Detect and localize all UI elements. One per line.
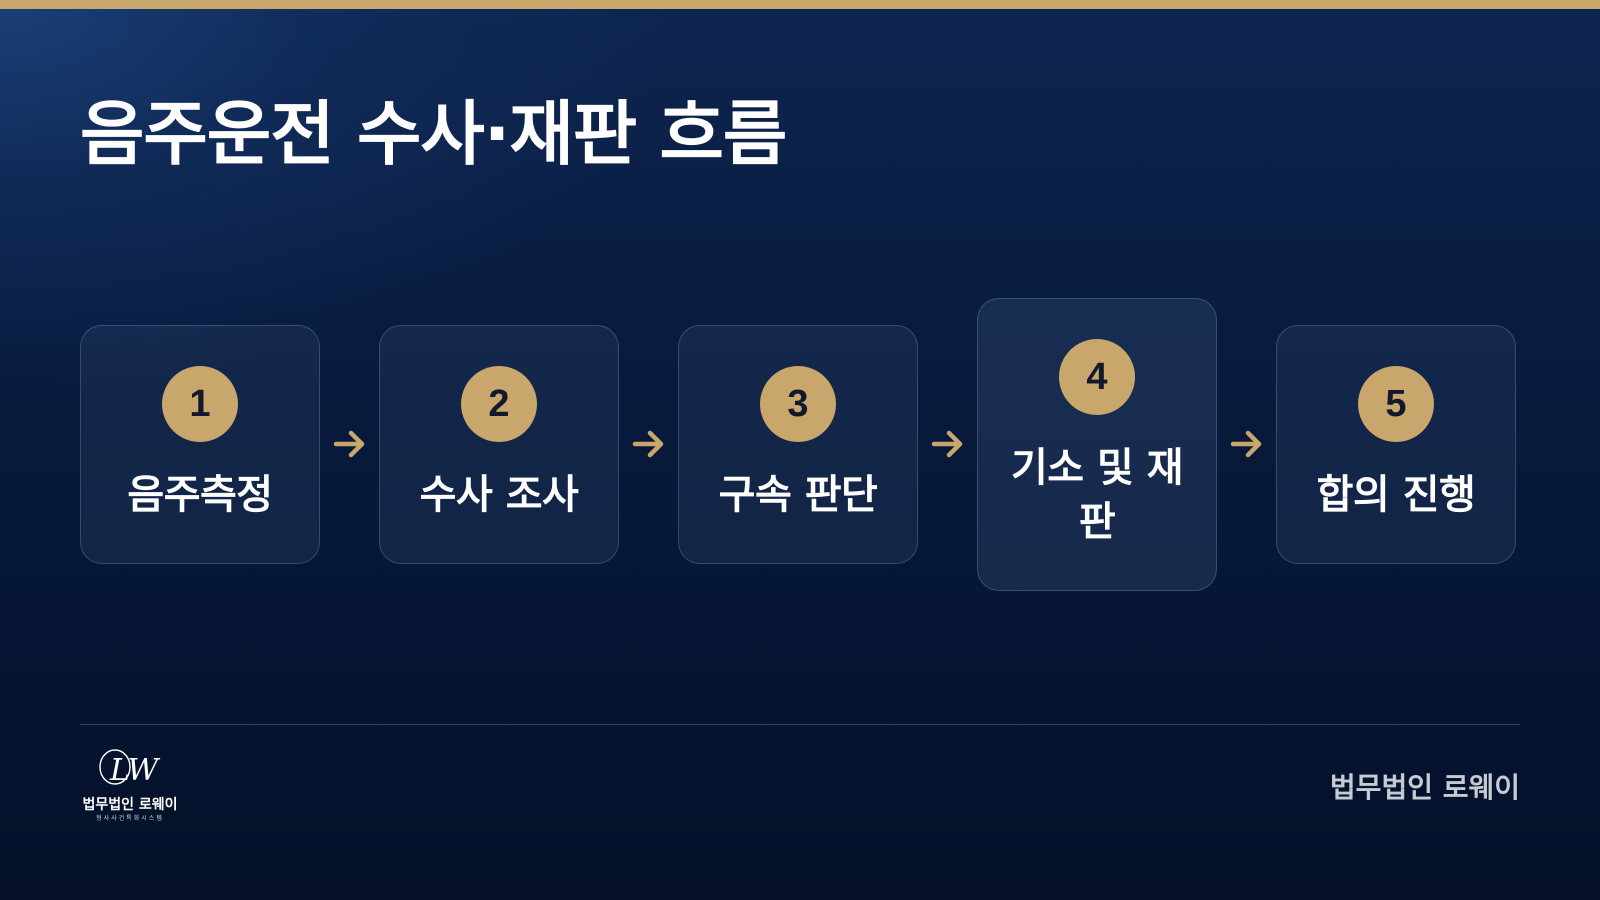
company-logo: LW 법무법인 로웨이 형사사건특화시스템 (78, 746, 188, 822)
step-label: 구속 판단 (718, 472, 878, 518)
footer-divider (80, 724, 1520, 725)
step-card-1: 1 음주측정 (80, 325, 320, 564)
step-label: 수사 조사 (419, 472, 579, 518)
step-number-badge: 2 (461, 366, 537, 442)
logo-firm-name: 법무법인 로웨이 (82, 797, 178, 813)
step-card-3: 3 구속 판단 (678, 325, 918, 564)
arrow-right-icon (1230, 430, 1262, 458)
arrow-right-icon (931, 430, 963, 458)
step-label: 기소 및 재판 (1010, 445, 1184, 545)
logo-tagline: 형사사건특화시스템 (96, 815, 164, 822)
step-card-2: 2 수사 조사 (379, 325, 619, 564)
step-number-badge: 3 (760, 366, 836, 442)
step-label: 합의 진행 (1316, 472, 1476, 518)
logo-mark-icon: LW (99, 749, 160, 788)
page-title: 음주운전 수사·재판 흐름 (80, 93, 787, 175)
step-card-4: 4 기소 및 재판 (977, 298, 1217, 591)
step-number-badge: 4 (1059, 339, 1135, 415)
step-number-badge: 5 (1358, 366, 1434, 442)
step-card-5: 5 합의 진행 (1276, 325, 1516, 564)
arrow-right-icon (333, 430, 365, 458)
step-number-badge: 1 (162, 366, 238, 442)
step-label: 음주측정 (127, 472, 273, 518)
top-accent-bar (0, 0, 1600, 9)
footer-brand: 법무법인 로웨이 (1329, 771, 1520, 804)
svg-text:LW: LW (109, 753, 160, 788)
process-flow: 1 음주측정 2 수사 조사 3 구속 판단 4 기소 및 재판 5 (80, 298, 1520, 594)
arrow-right-icon (632, 430, 664, 458)
